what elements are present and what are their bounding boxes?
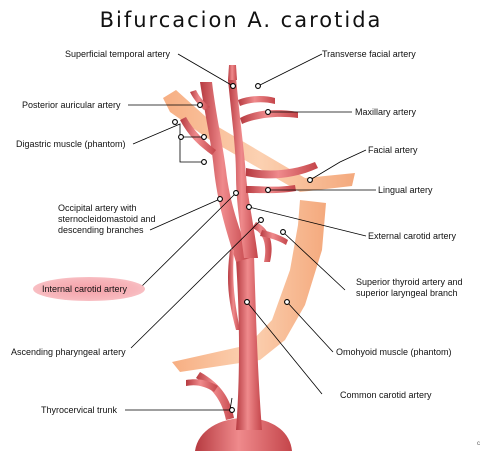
label-transverse-facial-artery: Transverse facial artery — [322, 49, 416, 59]
leader-lines — [125, 53, 376, 411]
label-posterior-auricular-artery: Posterior auricular artery — [22, 100, 121, 110]
carotid-tree — [180, 65, 318, 430]
label-occipital-artery: Occipital artery with sternocleidomastoi… — [58, 203, 156, 235]
label-superficial-temporal-artery: Superficial temporal artery — [65, 49, 171, 59]
label-external-carotid-artery: External carotid artery — [368, 231, 457, 241]
digastric-muscle — [163, 90, 355, 192]
label-ascending-pharyngeal-artery: Ascending pharyngeal artery — [11, 347, 126, 357]
label-internal-carotid-artery: Internal carotid artery — [42, 284, 128, 294]
diagram-title: Bifurcacion A. carotida — [99, 8, 383, 32]
label-maxillary-artery: Maxillary artery — [355, 107, 417, 117]
label-omohyoid-muscle: Omohyoid muscle (phantom) — [336, 347, 452, 357]
corner-mark: c — [477, 441, 480, 447]
omohyoid-muscle — [172, 200, 326, 372]
callout-dots — [172, 83, 313, 413]
label-common-carotid-artery: Common carotid artery — [340, 390, 432, 400]
label-digastric-muscle: Digastric muscle (phantom) — [16, 139, 126, 149]
aortic-arch — [195, 418, 292, 451]
label-lingual-artery: Lingual artery — [378, 185, 433, 195]
label-thyrocervical-trunk: Thyrocervical trunk — [41, 405, 118, 415]
internal-carotid-highlight — [33, 277, 145, 301]
label-superior-thyroid-artery: Superior thyroid artery and superior lar… — [356, 277, 463, 298]
label-facial-artery: Facial artery — [368, 145, 418, 155]
